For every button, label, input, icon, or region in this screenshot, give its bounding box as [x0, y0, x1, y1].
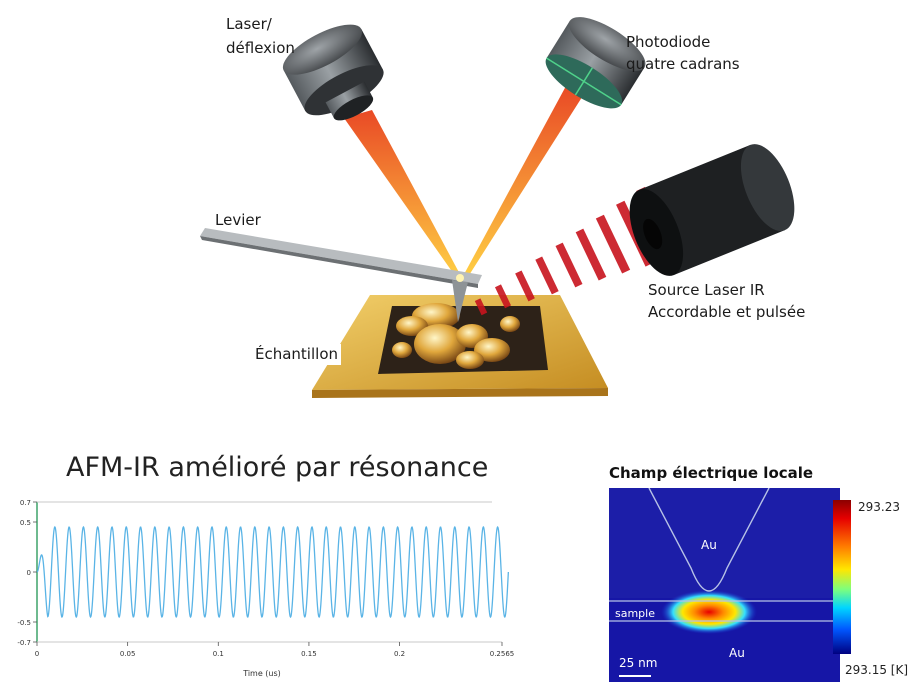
tip-glow: [456, 274, 464, 282]
y-tick-label: 0.5: [20, 519, 31, 527]
ir-pulse-stripe: [494, 284, 512, 309]
y-tick-label: -0.5: [17, 619, 31, 627]
photodiode-label-line2: quatre cadrans: [626, 55, 740, 73]
laser-label-line2: déflexion: [226, 39, 295, 57]
colorbar: [833, 500, 851, 654]
ir-source-label-line2: Accordable et pulsée: [648, 303, 806, 321]
afm-tip: [452, 280, 468, 322]
afm-ir-schematic: [200, 17, 795, 398]
x-tick-label: 0.15: [301, 650, 317, 658]
sample-layer-label: sample: [615, 607, 655, 620]
field-hotspot: [661, 590, 757, 634]
x-tick-label: 0.05: [120, 650, 136, 658]
y-tick-label: 0.7: [20, 499, 31, 507]
y-tick-label: 0: [27, 569, 31, 577]
photodiode-device: [545, 17, 646, 109]
ir-pulse-stripe: [535, 256, 559, 295]
au-top-label: Au: [701, 538, 717, 552]
lever-label: Levier: [215, 211, 261, 229]
ir-pulse-stripe: [474, 298, 488, 316]
ir-pulse-stripe: [595, 214, 631, 274]
x-tick-label: 0.2565: [490, 650, 515, 658]
ir-source-label-line1: Source Laser IR: [648, 281, 765, 299]
laser-device: [282, 24, 384, 121]
x-tick-label: 0.2: [394, 650, 405, 658]
cantilever-underside: [200, 236, 478, 288]
au-bottom-label: Au: [729, 646, 745, 660]
x-tick-label: 0: [35, 650, 39, 658]
laser-label-line1: Laser/: [226, 15, 272, 33]
substrate-edge: [312, 388, 608, 398]
waveform-chart: 0.7 0.5 0 -0.5 -0.7 0 0.05 0.1 0.15 0.2 0.2565 Tim…: [17, 499, 515, 678]
ir-pulse-stripe: [555, 242, 583, 288]
colorbar-min-label: 293.15 [K]: [845, 663, 909, 677]
laser-beam: [344, 110, 462, 280]
tip-outline: [648, 488, 770, 592]
waveform-line: [36, 525, 509, 619]
scale-bar-label: 25 nm: [619, 656, 658, 670]
field-map-title: Champ électrique locale: [609, 464, 814, 482]
x-tick-label: 0.1: [213, 650, 224, 658]
y-tick-label: -0.7: [17, 639, 31, 647]
ir-pulse-stripe: [575, 228, 607, 281]
photodiode-label-line1: Photodiode: [626, 33, 711, 51]
sample-bumps: [392, 303, 520, 369]
reflected-beam: [462, 86, 584, 280]
sample-label: Échantillon: [252, 344, 341, 365]
ir-source-device: [629, 144, 795, 276]
waveform-title: AFM-IR amélioré par résonance: [66, 452, 489, 483]
waveform-xlabel: Time (us): [242, 669, 281, 678]
cantilever: [200, 228, 482, 284]
ir-pulse-stripe: [515, 270, 535, 302]
field-map-panel: Au Au sample 25 nm: [609, 488, 840, 682]
colorbar-max-label: 293.23: [858, 500, 900, 514]
